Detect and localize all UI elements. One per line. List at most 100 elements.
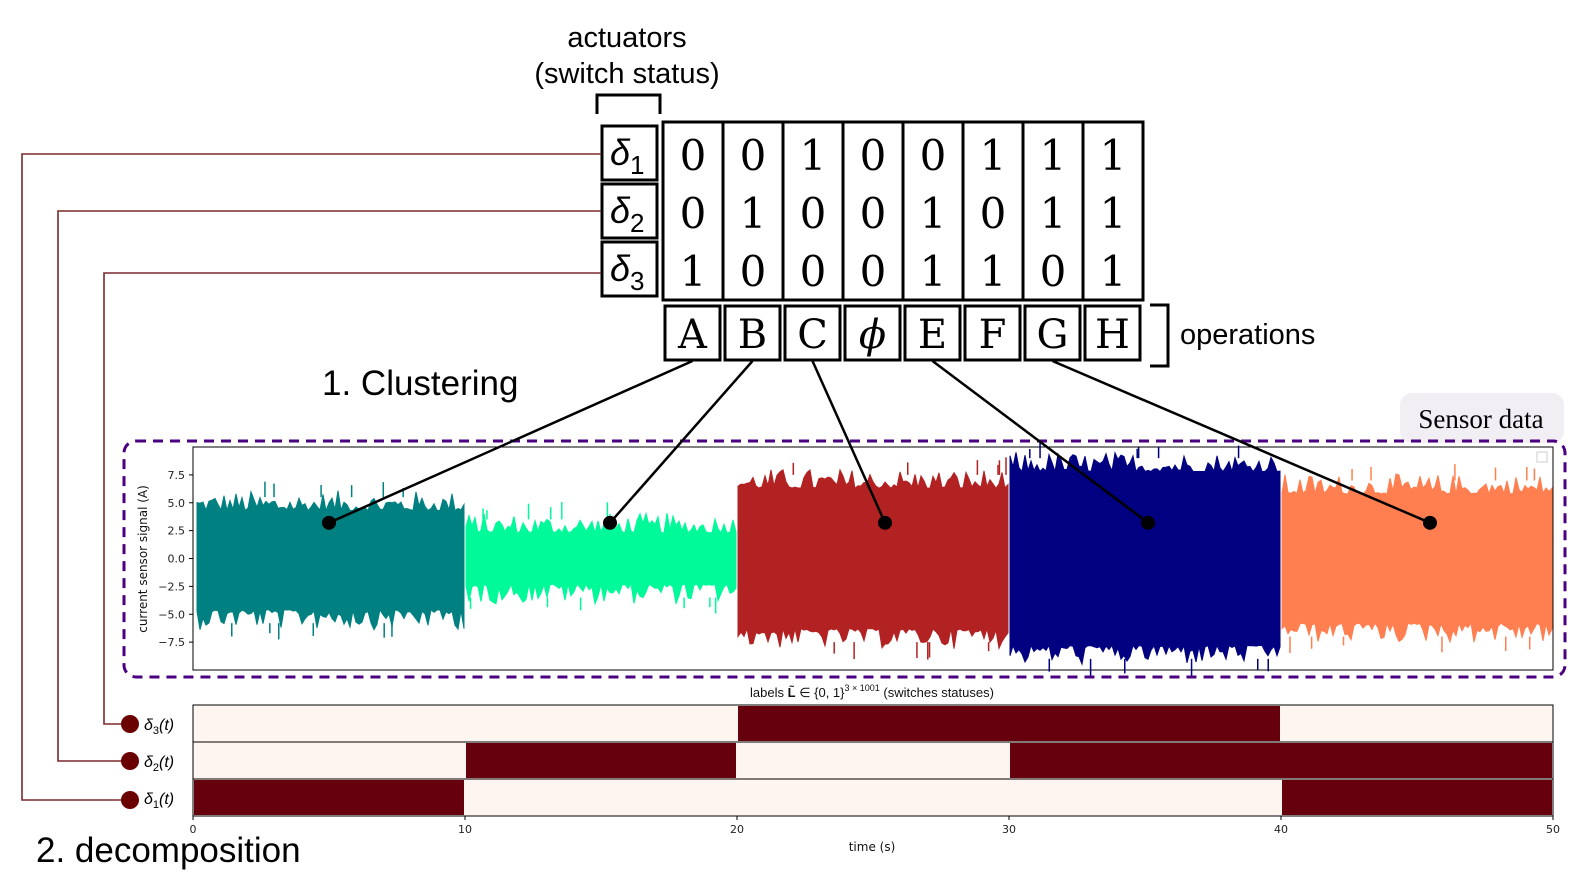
signal-segment-G: [1281, 473, 1553, 644]
signal-segment-C: [737, 468, 1009, 651]
matrix-cell: 0: [680, 131, 707, 180]
actuator-box-2: [600, 182, 659, 240]
operation-box: [963, 304, 1022, 362]
x-tick-label: 30: [1002, 823, 1016, 836]
matrix-cell: 0: [1040, 247, 1067, 296]
operation-label: E: [918, 312, 947, 358]
connector-G: [1052, 359, 1431, 524]
heatmap-on-cell: [1282, 780, 1552, 815]
matrix-cell: 0: [860, 131, 887, 180]
cluster-dot-E: [1141, 515, 1155, 530]
matrix-cell: 0: [740, 131, 767, 180]
heatmap-row-dot: [121, 791, 139, 809]
y-tick-label: 7.5: [168, 469, 186, 482]
y-tick-label: 2.5: [168, 525, 186, 538]
heatmap-row-label: δ1(t): [144, 791, 174, 811]
decomposition-connector-2: [57, 210, 601, 762]
matrix-cell: 1: [800, 131, 827, 180]
matrix-cell: 0: [680, 189, 707, 238]
operation-box: [843, 304, 902, 362]
matrix-cell: 0: [740, 247, 767, 296]
signal-y-axis-label: current sensor signal (A): [136, 485, 150, 633]
x-tick-label: 10: [458, 823, 472, 836]
signal-chart: 7.5 5.0 2.5 0.0 −2.5 −5.0 −7.5 current sensor …: [136, 442, 1554, 676]
matrix-cell: 0: [800, 189, 827, 238]
decomposition-connector-3: [103, 272, 601, 725]
heatmap-x-ticks: 0 10 20 30 40 50: [190, 816, 1560, 836]
operation-box: [663, 304, 722, 362]
x-tick-label: 20: [730, 823, 744, 836]
matrix-cell: 1: [740, 189, 767, 238]
operations-bracket: [1150, 303, 1170, 368]
matrix-cell: 1: [1040, 189, 1067, 238]
x-tick-label: 40: [1274, 823, 1288, 836]
heatmap-row-dot: [121, 715, 139, 733]
operation-label: F: [979, 312, 1007, 358]
actuator-symbol-1: δ1: [610, 132, 644, 180]
matrix-cell: 1: [1040, 131, 1067, 180]
matrix-cell: 1: [920, 189, 947, 238]
connector-E: [931, 360, 1149, 524]
legend-placeholder: [1536, 451, 1548, 463]
operation-box: [723, 304, 782, 362]
actuator-symbols: δ1 δ2 δ3: [600, 124, 659, 298]
connector-A: [328, 359, 694, 524]
heatmap-on-cell: [1010, 743, 1552, 778]
clustering-connectors: [322, 359, 1437, 530]
operation-label: B: [738, 312, 767, 358]
connector-C: [811, 360, 887, 524]
matrix-cell: 0: [860, 189, 887, 238]
labels-heatmap: δ3(t) δ2(t) δ1(t): [144, 704, 1554, 817]
y-tick-label: −2.5: [158, 580, 185, 593]
y-tick-label: 0.0: [168, 553, 186, 566]
operation-label: A: [677, 312, 708, 358]
actuator-symbol-2: δ2: [610, 190, 644, 238]
actuator-box-1: [600, 124, 659, 182]
signal-y-ticks: 7.5 5.0 2.5 0.0 −2.5 −5.0 −7.5: [158, 469, 193, 649]
decomposition-connectors: [21, 153, 601, 809]
connector-B: [609, 360, 754, 524]
operation-label: ϕ: [859, 312, 886, 358]
cluster-dot-G: [1423, 515, 1437, 530]
x-tick-label: 50: [1546, 823, 1560, 836]
matrix-cell: 1: [980, 247, 1007, 296]
operations-label: operations: [1180, 319, 1315, 351]
matrix-cell: 1: [980, 131, 1007, 180]
signal-segment-E: [1009, 451, 1281, 666]
y-tick-label: −5.0: [158, 608, 185, 621]
matrix-cell: 1: [1100, 247, 1127, 296]
y-tick-label: 5.0: [168, 497, 186, 510]
actuator-symbol-3: δ3: [610, 248, 644, 296]
operation-box: [783, 304, 842, 362]
labels-title: labels L̃ ∈ {0, 1}3 × 1001 (switches sta…: [750, 683, 994, 700]
actuator-box-3: [600, 240, 659, 298]
matrix-cell: 0: [980, 189, 1007, 238]
actuators-bracket: [595, 93, 662, 114]
operation-label: H: [1095, 312, 1130, 358]
heatmap-row-label: δ3(t): [144, 717, 174, 737]
matrix-cell: 1: [1100, 131, 1127, 180]
cluster-dot-C: [878, 515, 892, 530]
operation-label: G: [1037, 312, 1069, 358]
x-tick-label: 0: [190, 823, 197, 836]
operation-box: [903, 304, 962, 362]
heatmap-on-cell: [738, 706, 1280, 741]
operation-box: [1083, 304, 1142, 362]
decomposition-label: 2. decomposition: [36, 831, 301, 870]
heatmap-x-axis-label: time (s): [849, 840, 896, 854]
operation-box: [1023, 304, 1082, 362]
sensor-data-label: Sensor data: [1418, 404, 1543, 434]
actuators-title: actuators: [567, 22, 686, 54]
signal-segment-A: [196, 489, 465, 631]
cluster-dot-A: [322, 515, 336, 530]
signal-segments: [196, 442, 1553, 676]
heatmap-on-cell: [194, 780, 464, 815]
heatmap-row-label: δ2(t): [144, 754, 174, 774]
y-tick-label: −7.5: [158, 636, 185, 649]
matrix-cell: 1: [920, 247, 947, 296]
matrix-cell: 0: [860, 247, 887, 296]
heatmap-on-cell: [466, 743, 736, 778]
